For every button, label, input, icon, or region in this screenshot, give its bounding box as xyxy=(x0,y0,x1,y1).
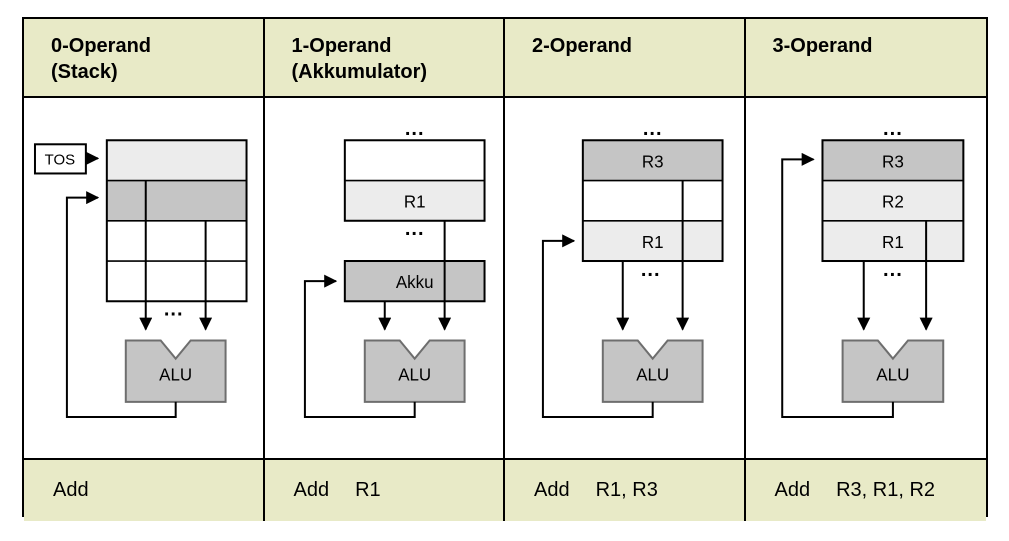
alu-label: ALU xyxy=(159,366,192,385)
ellipsis: ... xyxy=(164,298,184,320)
stack-machine-svg: TOS ... ALU xyxy=(33,139,248,418)
diagram-two-operand-machine: ... R3 R1 ... ALU xyxy=(505,98,746,461)
register-label-r1: R1 xyxy=(881,233,903,252)
alu-shape xyxy=(124,339,227,403)
alu-label: ALU xyxy=(398,366,431,385)
instruction-mnemonic: Add xyxy=(774,479,811,502)
register-cell-r1 xyxy=(344,180,485,221)
akku-label: Akku xyxy=(395,273,433,292)
header-line1: 2-Operand xyxy=(532,35,633,57)
header-0-operand: 0-Operand (Stack) xyxy=(24,19,265,98)
ellipsis: ... xyxy=(883,259,903,281)
stack-cell-empty-2 xyxy=(106,261,247,302)
register-cell-empty xyxy=(344,140,485,181)
instruction-stack: Add xyxy=(24,460,265,522)
result-feedback-path xyxy=(541,234,654,418)
diagram-three-operand-machine: ... R3 R2 R1 ... ALU xyxy=(745,98,986,461)
instruction-mnemonic: Add xyxy=(293,479,330,502)
register-cell-r3 xyxy=(582,140,723,181)
stack-cell-empty-1 xyxy=(106,220,247,262)
instruction-operands: R3, R1, R2 xyxy=(836,479,936,502)
ellipsis: ... xyxy=(641,259,661,281)
ellipsis: ... xyxy=(404,218,424,240)
register-label-r3: R3 xyxy=(881,152,903,171)
register-label-r2: R2 xyxy=(881,193,903,212)
header-2-operand: 2-Operand xyxy=(505,19,746,98)
instruction-two-operand: Add R1, R3 xyxy=(505,460,746,522)
register-outline xyxy=(820,139,964,263)
register-cell-empty xyxy=(582,180,723,221)
header-line2: (Akkumulator) xyxy=(291,61,428,83)
ellipsis: ... xyxy=(883,118,903,140)
register-label-r1: R1 xyxy=(403,193,425,212)
instruction-operands: R1, R3 xyxy=(595,479,658,502)
alu-shape xyxy=(841,339,944,403)
alu-shape xyxy=(363,339,466,403)
result-feedback-path xyxy=(780,152,894,418)
diagram-accumulator-machine: ... R1 ... Akku ALU xyxy=(264,98,505,461)
header-3-operand: 3-Operand xyxy=(745,19,986,98)
register-cell-r1 xyxy=(821,220,963,262)
instruction-three-operand: Add R3, R1, R2 xyxy=(745,460,986,522)
two-operand-machine-svg: ... R3 R1 ... ALU xyxy=(541,118,724,418)
three-operand-machine-svg: ... R3 R2 R1 ... ALU xyxy=(780,118,964,418)
result-feedback-path xyxy=(303,274,416,418)
header-line1: 0-Operand xyxy=(51,35,152,57)
header-1-operand: 1-Operand (Akkumulator) xyxy=(264,19,505,98)
alu-shape xyxy=(601,339,704,403)
alu-label: ALU xyxy=(876,366,909,385)
accumulator-machine-svg: ... R1 ... Akku ALU xyxy=(303,118,486,418)
stack-cell-second xyxy=(106,180,247,221)
stack-cell-top xyxy=(106,140,247,181)
register-cell-r3 xyxy=(821,140,963,181)
ellipsis: ... xyxy=(404,118,424,140)
register-cell-r1 xyxy=(582,220,723,262)
instruction-operands: R1 xyxy=(355,479,381,502)
header-line1: 1-Operand xyxy=(291,35,392,57)
header-line2: (Stack) xyxy=(51,61,118,83)
register-label-r1: R1 xyxy=(642,233,664,252)
ellipsis: ... xyxy=(643,118,663,140)
result-feedback-path xyxy=(65,191,177,418)
operand-architecture-table: 0-Operand (Stack) 1-Operand (Akkumulator… xyxy=(22,17,988,522)
instruction-mnemonic: Add xyxy=(534,479,570,502)
header-line1: 3-Operand xyxy=(772,35,873,57)
diagram-stack-machine: TOS ... ALU xyxy=(24,98,265,461)
instruction-accumulator: Add R1 xyxy=(264,460,505,522)
instruction-mnemonic: Add xyxy=(53,479,89,502)
register-cell-r2 xyxy=(821,180,963,221)
register-outline xyxy=(581,139,724,263)
alu-label: ALU xyxy=(636,366,669,385)
register-label-r3: R3 xyxy=(642,152,664,171)
akku-box xyxy=(343,260,486,303)
tos-label: TOS xyxy=(45,151,75,168)
